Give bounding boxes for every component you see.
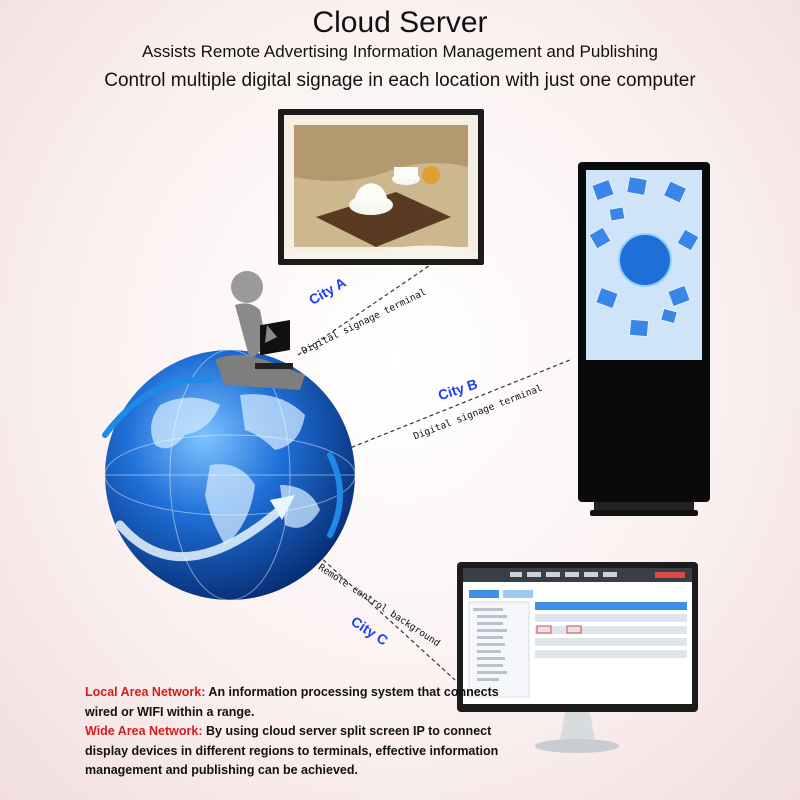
person-laptop-icon [215,271,305,390]
page-title: Cloud Server [312,6,488,39]
wan-text: By using cloud server split screen IP to… [85,724,499,777]
network-description: Local Area Network: An information proce… [85,683,505,781]
globe-icon [102,349,356,601]
page-subtitle: Assists Remote Advertising Information M… [142,42,658,61]
lan-text: An information processing system that co… [85,685,499,719]
connector-line-b [344,359,571,451]
connector-line-a [297,254,446,356]
kiosk-icon [578,162,710,516]
page-tagline: Control multiple digital signage in each… [104,70,696,91]
monitor-icon [457,562,698,753]
connector-line-c [317,554,456,681]
wan-label: Wide Area Network: [85,724,203,738]
tv-screen-icon [278,109,484,265]
lan-label: Local Area Network: [85,685,206,699]
